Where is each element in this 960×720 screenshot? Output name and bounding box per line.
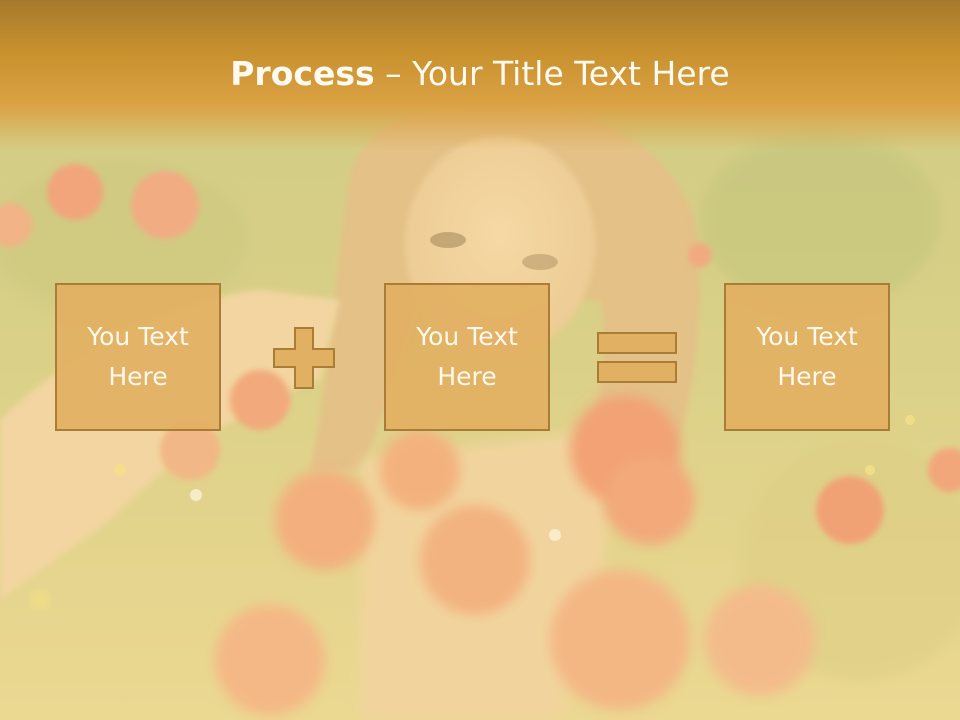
- process-box-1[interactable]: You Text Here: [55, 283, 221, 431]
- slide-title: Process – Your Title Text Here: [0, 52, 960, 96]
- title-bar: [0, 0, 960, 150]
- process-box-2-label: You Text Here: [416, 322, 518, 391]
- plus-icon: [273, 327, 335, 389]
- title-rest: – Your Title Text Here: [374, 54, 730, 93]
- process-box-3[interactable]: You Text Here: [724, 283, 890, 431]
- process-box-2[interactable]: You Text Here: [384, 283, 550, 431]
- equals-icon: [597, 332, 677, 383]
- title-bold: Process: [230, 54, 375, 93]
- process-box-1-label: You Text Here: [87, 322, 189, 391]
- process-box-3-label: You Text Here: [756, 322, 858, 391]
